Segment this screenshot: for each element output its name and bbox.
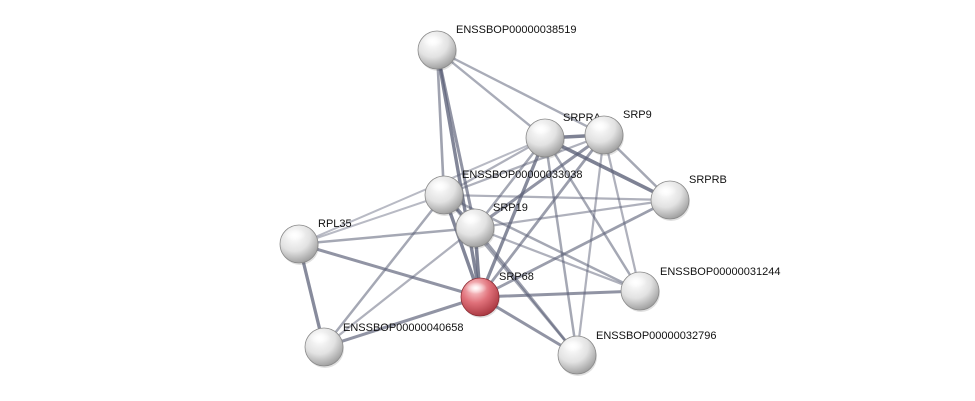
- edge-srp19-rpl35[interactable]: [297, 226, 477, 246]
- node-rpl35[interactable]: RPL35: [279, 218, 352, 265]
- edge-srp9-n31244[interactable]: [602, 133, 642, 293]
- edge-srp9-srp68[interactable]: [478, 133, 606, 299]
- node-highlight: [589, 120, 611, 132]
- edge-srp19-n40658[interactable]: [322, 226, 477, 349]
- node-label: ENSSBOP00000032796: [596, 330, 716, 342]
- node-label: ENSSBOP00000033038: [462, 169, 582, 181]
- edge-n38519-srp68[interactable]: [435, 48, 482, 299]
- edge-n38519-n33038[interactable]: [435, 48, 446, 197]
- edge-srp9-n32796[interactable]: [575, 133, 606, 357]
- node-label: RPL35: [318, 218, 352, 230]
- node-highlight: [562, 340, 584, 352]
- node-highlight: [284, 229, 306, 241]
- node-label: ENSSBOP00000031244: [660, 266, 780, 278]
- node-highlight: [655, 185, 677, 197]
- node-n32796[interactable]: ENSSBOP00000032796: [557, 330, 716, 376]
- edge-n38519-srpra[interactable]: [435, 48, 547, 140]
- edge-srprb-srp68[interactable]: [478, 198, 672, 299]
- edge-srpra-srp68[interactable]: [478, 136, 547, 299]
- node-highlight: [625, 276, 647, 288]
- edge-srprb-srp19[interactable]: [473, 198, 672, 230]
- node-label: SRP68: [499, 271, 534, 283]
- edge-n33038-rpl35[interactable]: [298, 194, 445, 245]
- edge-rpl35-srp68[interactable]: [297, 242, 482, 299]
- node-label: SRP19: [493, 202, 528, 214]
- node-highlight: [530, 123, 552, 135]
- edge-srp19-n31244[interactable]: [473, 226, 642, 293]
- node-srp9[interactable]: SRP9: [584, 109, 652, 156]
- edge-n38519-srp9[interactable]: [435, 48, 606, 137]
- edge-srpra-rpl35[interactable]: [298, 137, 546, 245]
- node-highlight: [429, 180, 451, 192]
- node-label: ENSSBOP00000038519: [456, 24, 576, 36]
- edge-srpra-n31244[interactable]: [543, 136, 642, 293]
- edge-srp68-n31244[interactable]: [478, 289, 642, 299]
- node-highlight: [309, 332, 331, 344]
- edge-n33038-n40658[interactable]: [322, 193, 446, 349]
- node-n31244[interactable]: ENSSBOP00000031244: [620, 266, 780, 312]
- node-srp68[interactable]: SRP68: [460, 271, 534, 318]
- edge-srprb-n33038[interactable]: [442, 193, 672, 202]
- node-highlight: [465, 282, 487, 294]
- node-highlight: [422, 35, 444, 47]
- node-label: SRP9: [623, 109, 652, 121]
- node-n38519[interactable]: ENSSBOP00000038519: [417, 24, 576, 71]
- node-srp19[interactable]: SRP19: [455, 202, 528, 249]
- edge-srp9-n33038[interactable]: [442, 133, 606, 197]
- node-highlight: [460, 213, 482, 225]
- node-n33038[interactable]: ENSSBOP00000033038: [424, 169, 582, 216]
- node-label: ENSSBOP00000040658: [343, 322, 463, 334]
- edge-srp19-n32796[interactable]: [473, 226, 579, 357]
- node-n40658[interactable]: ENSSBOP00000040658: [304, 322, 463, 368]
- node-label: SRPRB: [689, 174, 727, 186]
- edge-srp9-srp19[interactable]: [473, 133, 606, 230]
- edge-srpra-srprb[interactable]: [543, 136, 672, 202]
- edge-srp68-n40658[interactable]: [322, 295, 482, 349]
- node-srprb[interactable]: SRPRB: [650, 174, 727, 221]
